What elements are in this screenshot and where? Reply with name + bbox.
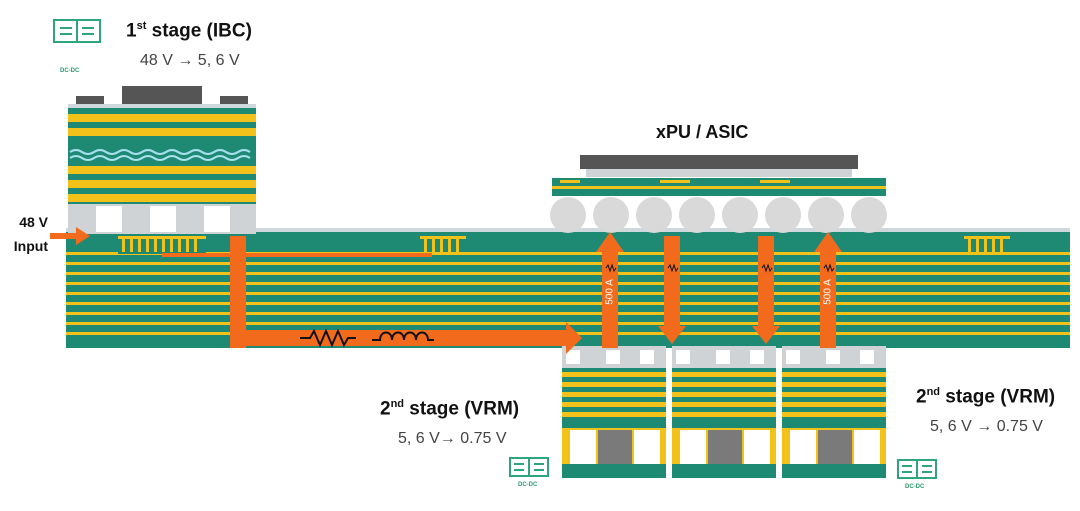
dc-dc-converter-icon: [53, 19, 101, 43]
pcb-vias-right: [964, 236, 1010, 252]
vrm-left-title: 2nd stage (VRM): [380, 398, 520, 420]
power-flow: 500 A 500 A: [50, 227, 842, 354]
vrm-right-conversion: 5, 6 V → 0.75 V: [930, 418, 1043, 435]
pcb-vias-middle: [420, 236, 466, 252]
vrm-left-conversion: 5, 6 V→ 0.75 V: [398, 430, 507, 447]
input-label: Input: [13, 238, 48, 254]
vrm-module-1: [562, 346, 666, 478]
vrm-module-2: [672, 346, 776, 478]
solder-balls: [550, 197, 887, 233]
stage1-conversion: 48 V → 5, 6 V: [140, 52, 240, 69]
ibc-module: [68, 86, 256, 234]
dcdc-label-right: DC-DC: [905, 484, 925, 490]
stage1-title: 1st stage (IBC): [126, 20, 252, 42]
chip-title: xPU / ASIC: [656, 122, 749, 142]
inductor-symbol: [372, 331, 434, 341]
vrm-module-3: [782, 346, 886, 478]
resistor-symbol: [300, 328, 356, 348]
input-arrow-icon: [76, 227, 90, 245]
xpu-asic-package: [552, 155, 886, 196]
dc-dc-converter-icon: [897, 459, 937, 479]
pcb-vias-left: [118, 236, 206, 254]
dcdc-label-top: DC-DC: [60, 68, 80, 74]
current-label-right: 500 A: [823, 279, 834, 305]
dc-dc-converter-icon: [509, 457, 549, 477]
input-voltage-label: 48 V: [19, 214, 48, 230]
current-label-left: 500 A: [605, 279, 616, 305]
dcdc-label-left: DC-DC: [518, 482, 538, 488]
vrm-right-title: 2nd stage (VRM): [916, 386, 1056, 408]
